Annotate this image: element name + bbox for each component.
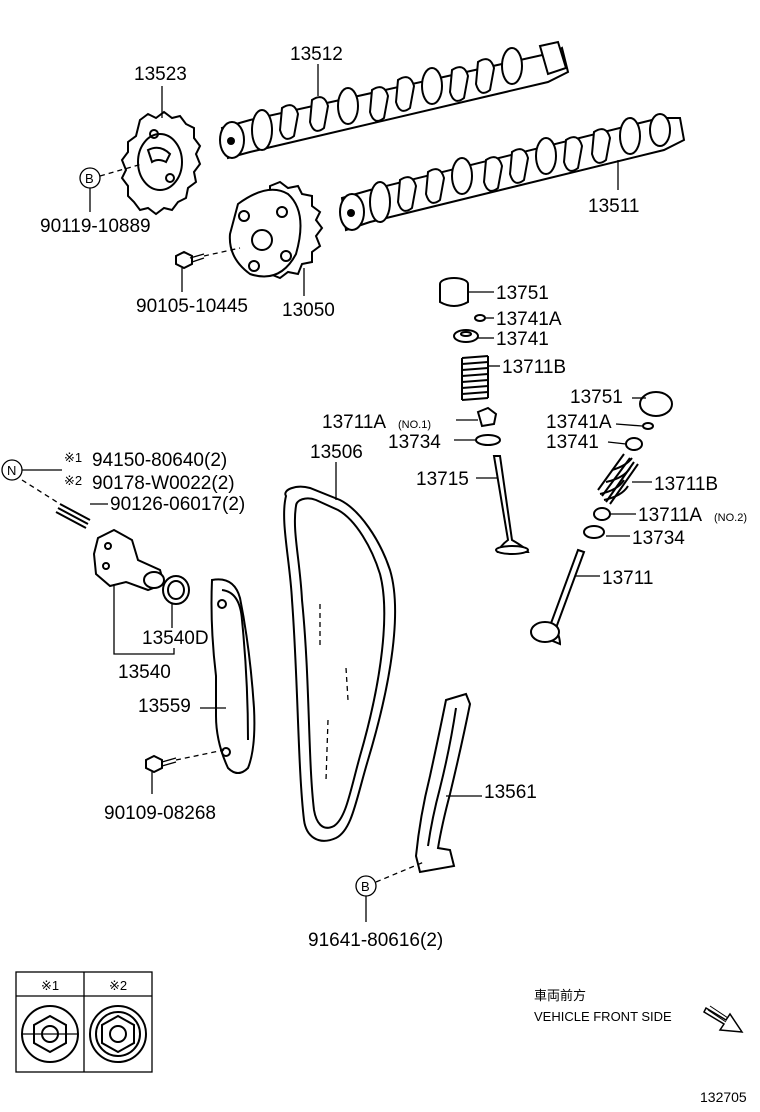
label-13711A-b-note: (NO.2) xyxy=(714,512,747,524)
leader-13741-b xyxy=(607,441,627,445)
dashed-link-90109 xyxy=(175,749,225,761)
seal-13734-a[interactable] xyxy=(475,434,501,446)
label-13741-b: 13741 xyxy=(546,432,599,453)
label-13751-a: 13751 xyxy=(496,283,549,304)
diagram-id: 132705 xyxy=(700,1089,747,1105)
label-13751-b: 13751 xyxy=(570,387,623,408)
leader-13741A-b xyxy=(615,423,643,427)
front-arrow-icon xyxy=(703,1005,744,1033)
label-13741A-b: 13741A xyxy=(546,412,612,433)
label-13741A-a: 13741A xyxy=(496,309,562,330)
keeper-13741A-a[interactable] xyxy=(474,314,486,322)
dashed-link-n xyxy=(21,479,61,505)
o-ring-13540D[interactable] xyxy=(162,575,190,605)
label-94150-80640: 94150-80640(2) xyxy=(92,450,227,471)
keeper-13741A-b[interactable] xyxy=(642,422,654,430)
nut-type-2 xyxy=(89,1005,147,1063)
label-90119-10889: 90119-10889 xyxy=(40,216,151,237)
cam-sprocket-13523[interactable] xyxy=(120,110,202,216)
nut-type-1 xyxy=(21,1005,79,1063)
label-90109-08268: 90109-08268 xyxy=(104,803,216,824)
chain-slipper-13559[interactable] xyxy=(210,578,256,774)
dashed-link-91641 xyxy=(375,861,425,883)
label-13711: 13711 xyxy=(602,568,653,589)
svg-text:N: N xyxy=(7,463,16,478)
camshaft-13511[interactable] xyxy=(339,113,686,232)
label-13734-b: 13734 xyxy=(632,528,685,549)
label-13561: 13561 xyxy=(484,782,537,803)
mark-2-label: ※2 xyxy=(64,473,82,488)
seat-13711A-b[interactable] xyxy=(593,507,611,521)
label-13512: 13512 xyxy=(290,44,343,65)
label-13511: 13511 xyxy=(588,196,639,217)
label-13711A-b: 13711A xyxy=(638,505,702,526)
dashed-link-13523 xyxy=(99,163,143,177)
label-90178-W0022: 90178-W0022(2) xyxy=(92,473,235,494)
label-90105-10445: 90105-10445 xyxy=(136,296,248,317)
label-13559: 13559 xyxy=(138,696,191,717)
chain-guide-13561[interactable] xyxy=(414,692,472,874)
label-13711B-b: 13711B xyxy=(654,474,718,495)
label-13711A-a: 13711A xyxy=(322,412,386,433)
leader-13540 xyxy=(113,584,175,655)
label-13715: 13715 xyxy=(416,469,469,490)
valve-13711[interactable] xyxy=(530,548,586,646)
tensioner-13540[interactable] xyxy=(92,528,166,592)
seal-13734-b[interactable] xyxy=(583,525,605,539)
seat-13711A-a[interactable] xyxy=(476,406,498,428)
label-13506: 13506 xyxy=(310,442,363,463)
legend-col-2: ※2 xyxy=(109,978,127,993)
label-13540: 13540 xyxy=(118,662,171,683)
svg-text:B: B xyxy=(361,879,370,894)
valve-13715[interactable] xyxy=(492,455,530,555)
label-13540D: 13540D xyxy=(142,628,209,649)
nut-legend-table: ※1 ※2 xyxy=(15,971,153,1073)
label-91641-80616: 91641-80616(2) xyxy=(308,930,443,951)
camshaft-13512[interactable] xyxy=(219,40,570,160)
label-13741-a: 13741 xyxy=(496,329,549,350)
circle-n-marker: N xyxy=(1,459,23,481)
circle-b-marker-bottom: B xyxy=(355,875,377,897)
retainer-13741-a[interactable] xyxy=(453,329,479,343)
label-90126-06017: 90126-06017(2) xyxy=(110,494,245,515)
vehicle-front-en: VEHICLE FRONT SIDE xyxy=(534,1009,672,1024)
vehicle-front-jp: 車両前方 xyxy=(534,988,586,1003)
label-13523: 13523 xyxy=(134,64,187,85)
vvt-gear-13050[interactable] xyxy=(228,180,324,280)
dashed-link-90105 xyxy=(203,247,241,257)
label-13050: 13050 xyxy=(282,300,335,321)
stud-90126-06017[interactable] xyxy=(55,503,91,529)
timing-chain-13506[interactable] xyxy=(283,485,397,842)
label-13711A-a-note: (NO.1) xyxy=(398,419,431,431)
lifter-13751-a[interactable] xyxy=(439,277,469,307)
label-13711B-a: 13711B xyxy=(502,357,566,378)
spring-13711B-a[interactable] xyxy=(461,355,489,401)
label-13734-a: 13734 xyxy=(388,432,441,453)
legend-col-1: ※1 xyxy=(41,978,59,993)
svg-text:B: B xyxy=(85,171,94,186)
spring-13711B-b[interactable] xyxy=(597,453,639,505)
bolt-90109-08268[interactable] xyxy=(145,754,177,774)
mark-1-label: ※1 xyxy=(64,450,82,465)
retainer-13741-b[interactable] xyxy=(625,437,643,451)
circle-b-marker-top: B xyxy=(79,167,101,189)
lifter-13751-b[interactable] xyxy=(639,391,673,417)
bolt-90105-10445[interactable] xyxy=(175,250,205,270)
